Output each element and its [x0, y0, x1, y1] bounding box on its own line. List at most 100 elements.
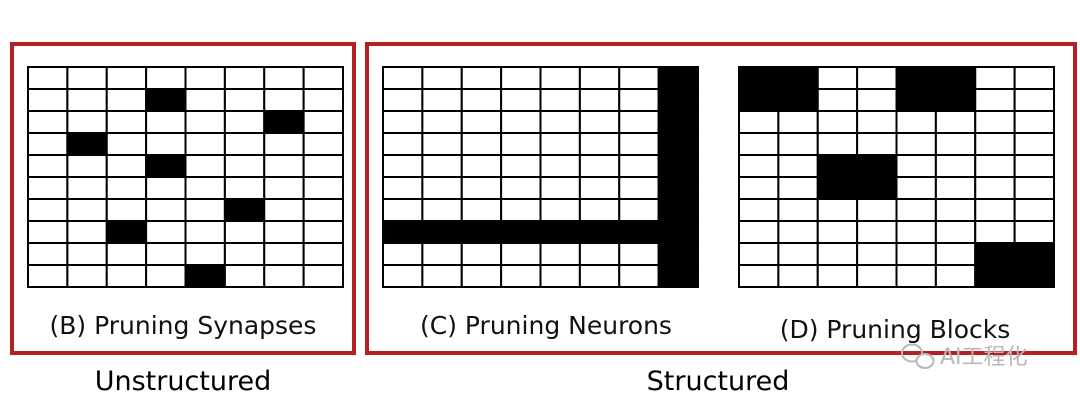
pruned-cell	[578, 220, 621, 244]
weight-cell	[578, 110, 621, 134]
pruned-cell	[460, 220, 503, 244]
weight-cell	[1013, 110, 1056, 134]
pruned-cell	[657, 154, 700, 178]
weight-cell	[816, 198, 859, 222]
weight-cell	[105, 88, 148, 112]
weight-cell	[816, 132, 859, 156]
weight-cell	[460, 132, 503, 156]
weight-cell	[382, 110, 424, 134]
pruned-cell	[816, 176, 859, 200]
weight-cell	[302, 220, 345, 244]
weight-cell	[934, 220, 977, 244]
weight-cell	[539, 132, 581, 156]
weight-cell	[382, 264, 424, 288]
weight-cell	[382, 198, 424, 222]
weight-cell	[145, 242, 187, 266]
wechat-icon	[901, 343, 935, 369]
weight-cell	[223, 242, 266, 266]
weight-cell	[777, 264, 819, 288]
pruned-cell	[145, 88, 187, 112]
weight-cell	[777, 176, 819, 200]
weight-cell	[421, 132, 463, 156]
weight-cell	[223, 264, 266, 288]
weight-cell	[500, 176, 542, 200]
weight-cell	[27, 154, 69, 178]
weight-cell	[421, 154, 463, 178]
weight-cell	[895, 154, 937, 178]
weight-cell	[934, 132, 977, 156]
weight-cell	[382, 242, 424, 266]
weight-cell	[105, 66, 148, 90]
weight-cell	[302, 198, 345, 222]
weight-cell	[1013, 198, 1056, 222]
weight-cell	[382, 88, 424, 112]
weight-cell	[777, 198, 819, 222]
weight-cell	[618, 154, 660, 178]
weight-cell	[500, 110, 542, 134]
weight-cell	[777, 220, 819, 244]
weight-cell	[816, 242, 859, 266]
weight-cell	[382, 132, 424, 156]
pruned-cell	[657, 198, 700, 222]
weight-cell	[500, 198, 542, 222]
pruned-cell	[934, 88, 977, 112]
watermark-text: AI工程化	[940, 345, 1028, 370]
weight-cell	[618, 132, 660, 156]
label-structured: Structured	[647, 366, 790, 397]
weight-cell	[223, 220, 266, 244]
weight-cell	[738, 154, 780, 178]
pruned-cell	[738, 88, 780, 112]
pruned-cell	[657, 242, 700, 266]
weight-cell	[856, 264, 898, 288]
weight-cell	[618, 176, 660, 200]
weight-cell	[263, 88, 305, 112]
weight-cell	[895, 176, 937, 200]
weight-cell	[578, 198, 621, 222]
pruned-cell	[184, 264, 226, 288]
weight-cell	[578, 154, 621, 178]
synapse-pruning-grid	[27, 66, 345, 288]
pruned-cell	[657, 176, 700, 200]
weight-cell	[27, 198, 69, 222]
weight-cell	[263, 132, 305, 156]
weight-cell	[974, 198, 1016, 222]
weight-cell	[777, 242, 819, 266]
weight-cell	[263, 66, 305, 90]
weight-cell	[263, 154, 305, 178]
weight-cell	[578, 132, 621, 156]
pruned-cell	[500, 220, 542, 244]
weight-cell	[460, 110, 503, 134]
block-pruning-grid	[738, 66, 1056, 288]
pruned-cell	[657, 264, 700, 288]
weight-cell	[223, 176, 266, 200]
weight-cell	[618, 88, 660, 112]
weight-cell	[421, 88, 463, 112]
weight-cell	[66, 264, 108, 288]
weight-cell	[934, 242, 977, 266]
pruned-cell	[145, 154, 187, 178]
weight-cell	[539, 88, 581, 112]
weight-cell	[66, 88, 108, 112]
weight-cell	[460, 264, 503, 288]
weight-cell	[738, 220, 780, 244]
pruned-cell	[1013, 242, 1056, 266]
weight-cell	[421, 264, 463, 288]
pruned-cell	[263, 110, 305, 134]
unstructured-frame	[10, 42, 356, 355]
pruned-cell	[105, 220, 148, 244]
weight-cell	[223, 154, 266, 178]
neuron-pruning-grid	[382, 66, 700, 288]
weight-cell	[539, 242, 581, 266]
weight-cell	[934, 110, 977, 134]
weight-cell	[974, 66, 1016, 90]
pruned-cell	[856, 154, 898, 178]
weight-cell	[500, 242, 542, 266]
weight-cell	[500, 88, 542, 112]
weight-cell	[263, 264, 305, 288]
weight-cell	[27, 110, 69, 134]
weight-cell	[223, 88, 266, 112]
weight-cell	[27, 220, 69, 244]
pruned-cell	[657, 220, 700, 244]
weight-cell	[618, 198, 660, 222]
weight-cell	[145, 132, 187, 156]
